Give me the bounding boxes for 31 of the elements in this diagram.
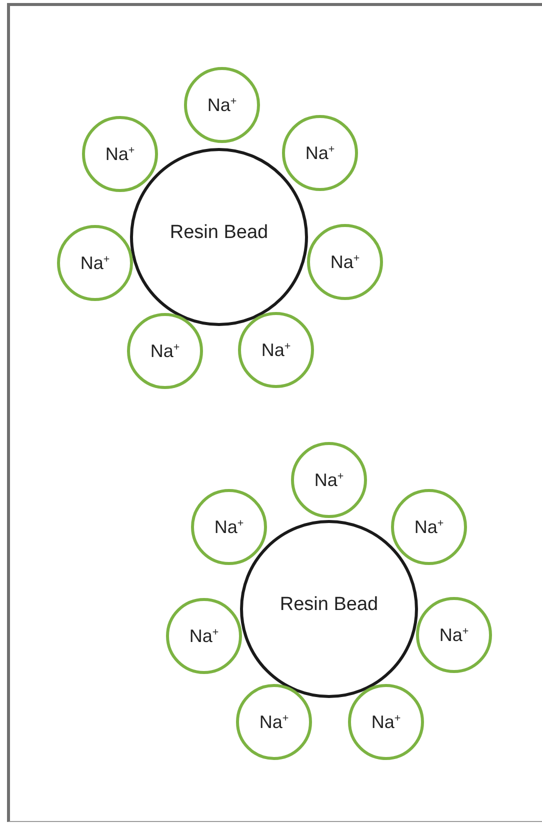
ion-circle (291, 442, 367, 518)
ion-label: Na$^{+}$ (330, 252, 360, 272)
ion-circle (307, 224, 383, 300)
ion-label: Na$^{+}$ (214, 516, 244, 538)
ion-label: Na$^{+}$ (314, 470, 344, 490)
ion-label: Na$^{+}$ (150, 340, 180, 362)
ion-label: Na$^{+}$ (105, 144, 135, 164)
ion-circle (82, 116, 158, 192)
ion-circle (127, 313, 203, 389)
ion-circle (238, 312, 314, 388)
ion-label: Na$^{+}$ (207, 94, 237, 116)
ion-label: Na$^{+}$ (305, 142, 335, 164)
bead-label: Resin Bead (170, 222, 268, 244)
ion-label: Na$^{+}$ (261, 340, 291, 360)
ion-label: Na$^{+}$ (439, 624, 469, 646)
ion-circle (348, 684, 424, 760)
ion-circle (416, 597, 492, 673)
ion-circle (166, 598, 242, 674)
ion-label: Na$^{+}$ (371, 712, 401, 732)
ion-label: Na$^{+}$ (80, 252, 110, 274)
ion-circle (191, 489, 267, 565)
ion-circle (57, 225, 133, 301)
bead-label: Resin Bead (280, 594, 378, 616)
ion-circle (184, 67, 260, 143)
ion-circle (282, 115, 358, 191)
ion-label: Na$^{+}$ (414, 516, 444, 538)
ion-label: Na$^{+}$ (259, 712, 289, 732)
resin-bead-circle (130, 148, 308, 326)
ion-label: Na$^{+}$ (189, 626, 219, 646)
ion-circle (236, 684, 312, 760)
ion-circle (391, 489, 467, 565)
